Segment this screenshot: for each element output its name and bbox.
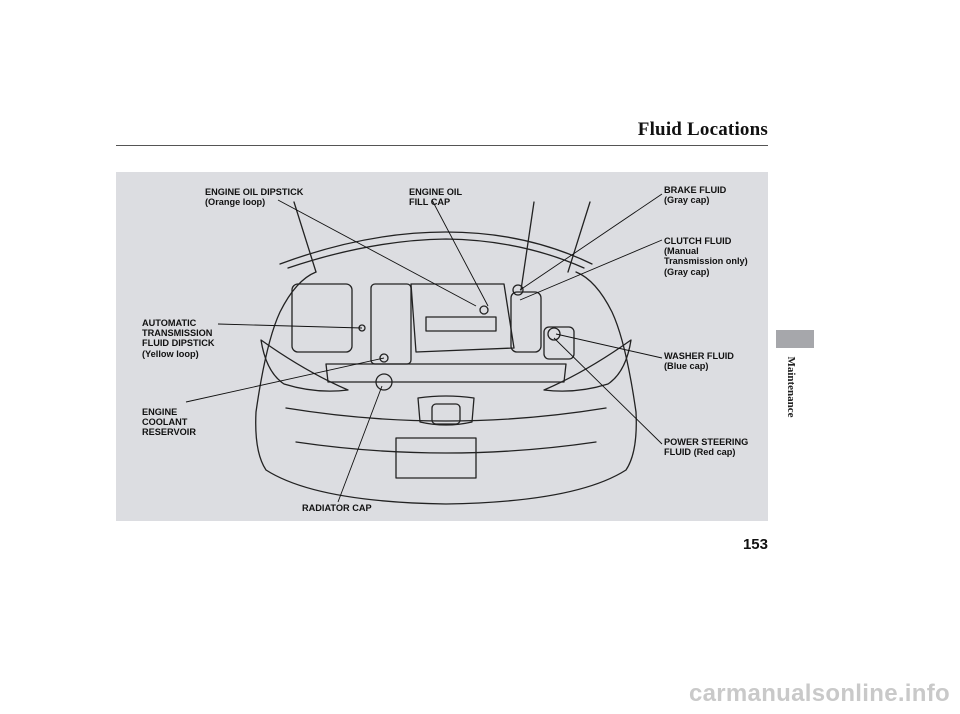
- section-side-label: Maintenance: [776, 352, 806, 422]
- license-plate: [395, 437, 477, 479]
- hood-edge: [279, 231, 593, 265]
- label-engine-oil-fill-cap: ENGINE OIL FILL CAP: [409, 187, 463, 208]
- hood-strut-left: [293, 201, 317, 273]
- washer-area: [543, 326, 575, 360]
- body-outline: [255, 271, 637, 505]
- label-brake-fluid: BRAKE FLUID (Gray cap): [664, 185, 727, 206]
- washer-cap-shape: [547, 327, 561, 341]
- battery-area: [291, 283, 353, 353]
- section-name: Maintenance: [785, 356, 797, 418]
- engine-bay-drawing: [185, 193, 663, 505]
- emblem: [431, 403, 461, 425]
- bumper-lower-crease: [295, 441, 597, 454]
- page-number: 153: [742, 536, 768, 553]
- label-power-steering-fluid: POWER STEERING FLUID (Red cap): [664, 437, 749, 458]
- section-tab: [776, 330, 814, 348]
- headlight-left: [260, 339, 349, 392]
- oil-fill-cap-shape: [479, 305, 489, 315]
- label-engine-oil-dipstick: ENGINE OIL DIPSTICK (Orange loop): [205, 187, 304, 208]
- label-washer-fluid: WASHER FLUID (Blue cap): [664, 351, 734, 372]
- air-intake: [370, 283, 412, 365]
- brake-cap-shape: [512, 284, 524, 296]
- valve-cover: [425, 316, 497, 332]
- bumper-crease: [285, 407, 607, 422]
- leader-lines: [185, 193, 663, 503]
- brake-reservoir-area: [510, 291, 542, 353]
- headlight-right: [543, 339, 632, 392]
- label-clutch-fluid: CLUTCH FLUID (Manual Transmission only) …: [664, 236, 748, 277]
- label-engine-coolant-reservoir: ENGINE COOLANT RESERVOIR: [142, 407, 196, 438]
- page-title: Fluid Locations: [637, 119, 768, 140]
- hood-prop-rod: [520, 201, 535, 291]
- label-atf-dipstick: AUTOMATIC TRANSMISSION FLUID DIPSTICK (Y…: [142, 318, 215, 359]
- hood-inner-edge: [287, 238, 585, 269]
- label-radiator-cap: RADIATOR CAP: [302, 503, 372, 513]
- title-rule: [116, 145, 768, 146]
- hood-strut-right: [567, 201, 591, 273]
- engine-cover: [410, 283, 515, 353]
- grille: [417, 395, 475, 426]
- coolant-cap-shape: [379, 353, 389, 363]
- radiator-support: [325, 363, 567, 383]
- radiator-cap-shape: [375, 373, 393, 391]
- engine-bay-illustration: ENGINE OIL DIPSTICK (Orange loop) ENGINE…: [116, 172, 768, 521]
- watermark: carmanualsonline.info: [688, 680, 950, 707]
